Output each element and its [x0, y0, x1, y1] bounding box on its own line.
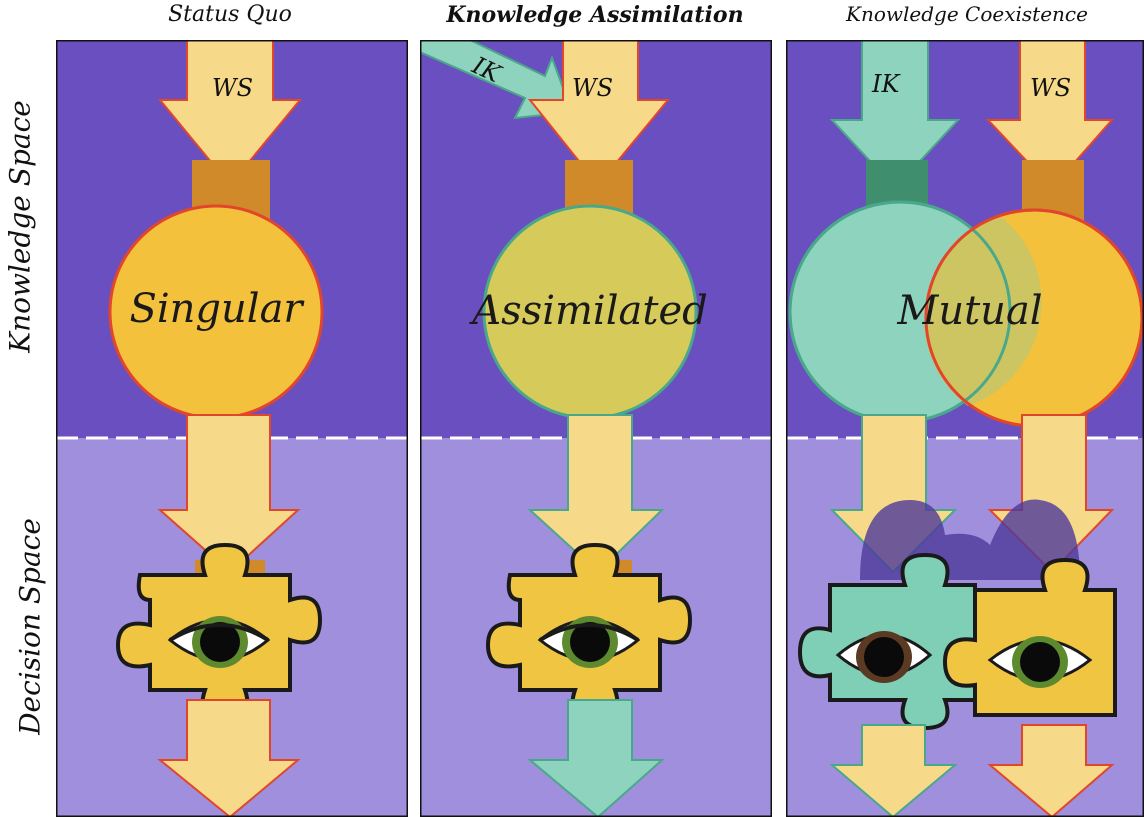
ik-arrow	[829, 40, 961, 190]
assimilated-circle-label: Assimilated	[468, 288, 707, 334]
column-title-knowledge-assimilation: Knowledge Assimilation	[446, 2, 744, 28]
eye-pupil	[864, 637, 904, 677]
panel-knowledge-assimilation: IK WS Assimilated	[420, 40, 772, 817]
ws-arrow-label: WS	[572, 74, 613, 102]
column-title-knowledge-coexistence: Knowledge Coexistence	[846, 2, 1088, 26]
eye-pupil	[570, 622, 610, 662]
ik-arrow-label: IK	[871, 70, 901, 98]
ws-down-arrow	[157, 414, 301, 574]
ik-bottom-arrow	[829, 724, 958, 817]
column-title-status-quo: Status Quo	[168, 2, 292, 27]
ws-bottom-arrow	[527, 699, 665, 817]
singular-circle-label: Singular	[129, 286, 305, 332]
eye-pupil	[1020, 642, 1060, 682]
puzzle-piece-yellow	[942, 557, 1117, 717]
panel-status-quo: WS Singular	[56, 40, 408, 817]
ws-bottom-arrow	[157, 699, 301, 817]
eyelid	[168, 623, 270, 642]
ws-arrow	[985, 40, 1115, 190]
ws-arrow-label: WS	[1030, 74, 1071, 102]
ws-arrow	[157, 40, 303, 187]
panel-knowledge-coexistence: IK WS Mutual	[786, 40, 1144, 817]
eye-pupil	[200, 622, 240, 662]
mutual-circle-label: Mutual	[896, 288, 1042, 334]
overlap-region	[924, 216, 1042, 406]
ws-arrow	[527, 40, 671, 187]
ws-bottom-arrow	[987, 724, 1115, 817]
ws-down-arrow	[527, 414, 665, 574]
ws-arrow-label: WS	[212, 74, 253, 102]
eyelid	[538, 623, 640, 642]
